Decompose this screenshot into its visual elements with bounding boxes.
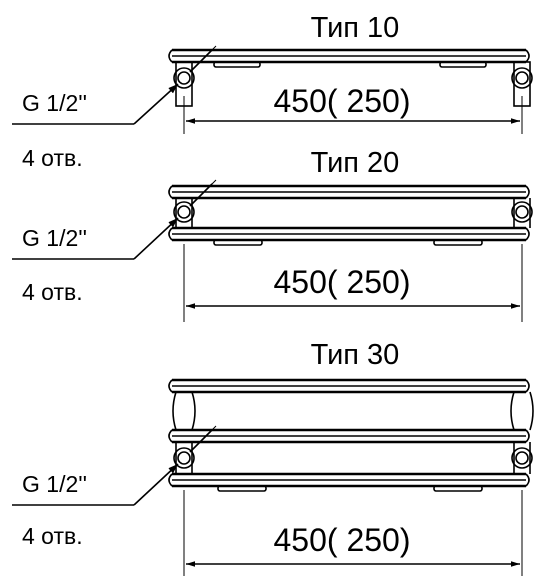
type-label: Тип 10 xyxy=(311,12,400,44)
thread-leader xyxy=(12,179,217,260)
panel-type-30: Тип 30 xyxy=(12,339,534,576)
panel-type-20: Тип 20 xyxy=(12,147,533,322)
connection-right xyxy=(511,67,533,89)
panel-type-10: Тип 10 G 1/2' xyxy=(12,12,533,171)
thread-label: G 1/2'' xyxy=(22,471,87,497)
dimension-line xyxy=(183,244,523,322)
thread-label: G 1/2'' xyxy=(22,90,87,116)
connection-right xyxy=(511,447,533,469)
holes-label: 4 отв. xyxy=(22,523,83,549)
thread-label: G 1/2'' xyxy=(22,225,87,251)
dimension-line xyxy=(183,490,523,576)
radiator-body xyxy=(168,378,534,492)
connection-right xyxy=(511,201,533,223)
connection-left xyxy=(173,201,195,223)
radiator-body xyxy=(168,184,531,246)
holes-label: 4 отв. xyxy=(22,279,83,305)
connection-left xyxy=(173,67,195,89)
connection-left xyxy=(173,447,195,469)
holes-label: 4 отв. xyxy=(22,145,83,171)
dimension-label: 450( 250) xyxy=(274,522,411,558)
type-label: Тип 20 xyxy=(311,147,400,179)
dimension-line xyxy=(183,96,523,134)
thread-leader xyxy=(12,425,217,506)
dimension-label: 450( 250) xyxy=(274,83,411,119)
type-label: Тип 30 xyxy=(311,339,400,371)
dimension-label: 450( 250) xyxy=(274,264,411,300)
thread-leader xyxy=(12,45,217,125)
